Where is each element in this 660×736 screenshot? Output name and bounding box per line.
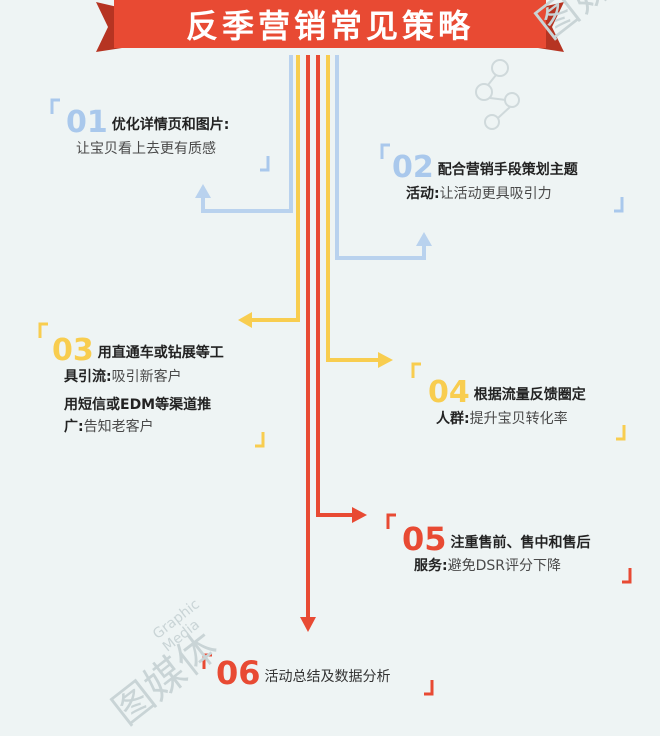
arrowhead-04 [378,352,393,368]
bracket-02-top-left [380,143,390,159]
bracket-05-bottom-right [622,568,632,584]
diagram-canvas [38,55,632,696]
item-title: 注重售前、售中和售后 [450,535,591,551]
bracket-02-bottom-right [614,197,624,213]
item-number: 06 [216,654,261,692]
bracket-05-top-left [386,513,396,529]
item-title: 活动总结及数据分析 [264,669,391,685]
bracket-03-top-left [38,322,48,338]
connector-line-03 [252,55,300,322]
arrowhead-01 [195,184,211,198]
banner-ribbon-body [114,0,546,48]
bracket-04-top-left [411,362,421,378]
item-number: 03 [52,333,94,368]
item-title-line-3: 用短信或EDM等渠道推 [64,397,212,413]
item-description-1: 吸引新客户 [111,369,182,385]
item-title: 根据流量反馈圈定 [473,387,586,403]
item-title-line-1: 用直通车或钻展等工 [97,345,224,361]
item-description: 避免DSR评分下降 [447,558,562,574]
item-description: 提升宝贝转化率 [469,411,568,427]
item-number: 05 [402,520,447,558]
arrowhead-05 [352,507,367,523]
connector-line-04 [326,55,378,362]
connector-line-01 [201,55,293,213]
item-title-line-2: 具引流: [64,369,112,385]
connector-line-02 [335,55,426,260]
bracket-06-bottom-right [424,680,434,696]
arrowhead-06 [300,617,316,632]
item-number: 04 [428,375,470,410]
item-title: 配合营销手段策划主题 [437,162,578,178]
page-title: 反季营销常见策略 [185,7,474,45]
bracket-01-bottom-right [260,156,270,172]
item-label: 人群: [436,411,470,427]
title-banner [96,0,564,52]
arrowhead-03 [238,312,252,328]
item-title-line-4: 广: [64,419,84,435]
item-label: 服务: [414,558,448,574]
watermark-molecule-icon [475,59,520,130]
item-description: 让宝贝看上去更有质感 [76,141,216,157]
item-number: 02 [392,150,434,185]
item-description-2: 告知老客户 [83,419,154,435]
item-label: 活动: [406,186,440,202]
arrowhead-02 [416,232,432,246]
item-description: 让活动更具吸引力 [439,186,552,202]
item-title: 优化详情页和图片: [111,117,230,133]
bracket-06-top-left [202,653,212,669]
connector-line-05 [316,55,352,517]
bracket-04-bottom-right [616,425,626,441]
bracket-03-bottom-right [255,432,265,448]
bracket-01-top-left [50,98,60,114]
item-number: 01 [66,105,108,140]
